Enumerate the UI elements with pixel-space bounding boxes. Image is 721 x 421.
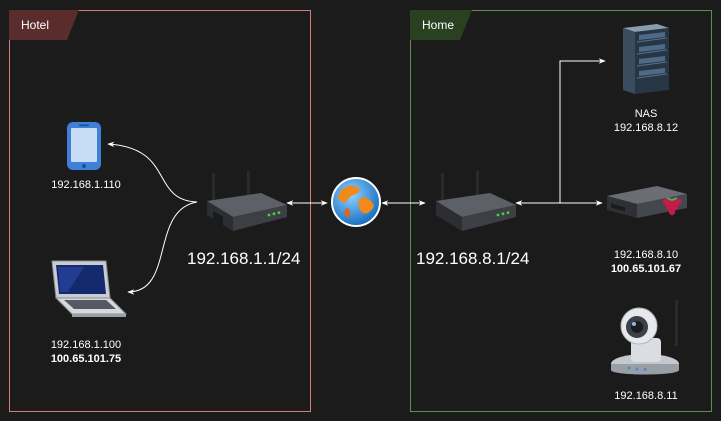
hotel-zone-title: Hotel: [9, 10, 79, 40]
pi-ip-label: 192.168.8.10: [613, 249, 679, 261]
link-router-laptop: [127, 201, 198, 295]
link-home-router-nas: [559, 58, 606, 203]
nas-name-label: NAS: [634, 108, 658, 120]
nas-ip-label: 192.168.8.12: [613, 122, 679, 134]
home-zone: Home: [410, 10, 712, 412]
laptop-ip-label: 192.168.1.100: [50, 339, 122, 351]
home-router-label: 192.168.8.1/24: [416, 249, 530, 268]
hotel-zone: Hotel: [9, 10, 311, 412]
pi-tailscale-ip-label: 100.65.101.67: [610, 263, 682, 275]
hotel-router-label: 192.168.1.1/24: [187, 249, 301, 268]
link-router-phone: [107, 141, 198, 203]
globe-icon: [331, 177, 381, 227]
wireless-router-icon: [436, 171, 516, 231]
laptop-tailscale-ip-label: 100.65.101.75: [50, 353, 122, 365]
ip-camera-icon: [611, 300, 679, 375]
home-zone-title: Home: [410, 10, 472, 40]
wireless-router-icon: [207, 171, 287, 231]
camera-ip-label: 192.168.8.11: [614, 390, 678, 402]
raspberry-pi-icon: [607, 186, 687, 218]
smartphone-icon: [67, 122, 101, 170]
phone-ip-label: 192.168.1.110: [51, 179, 121, 191]
laptop-icon: [51, 260, 128, 317]
server-rack-icon: [623, 24, 669, 94]
